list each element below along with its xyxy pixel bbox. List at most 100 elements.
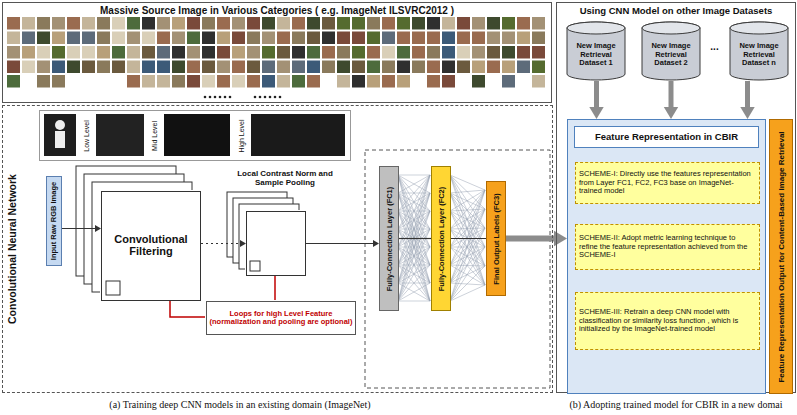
source-image <box>457 17 470 30</box>
source-image <box>322 17 335 30</box>
fc-connection <box>398 247 430 301</box>
source-image <box>277 75 290 88</box>
fc-connection <box>398 175 430 229</box>
source-image <box>352 17 365 30</box>
ellipsis-dot <box>269 96 272 99</box>
source-image <box>262 75 275 88</box>
receptive-field <box>250 261 260 271</box>
source-image <box>172 32 185 45</box>
source-image <box>472 46 485 59</box>
ellipsis-dot <box>209 96 212 99</box>
fc-connection <box>398 211 430 301</box>
source-image <box>367 46 380 59</box>
feature-thumbnail <box>164 114 230 156</box>
source-image <box>517 32 530 45</box>
fc-connection <box>398 211 430 265</box>
source-image <box>247 75 260 88</box>
fc-connection <box>398 193 430 301</box>
fc-connection <box>450 190 485 247</box>
feature-thumbnail <box>251 114 345 156</box>
fc-layer: Fully-Connection Layer (FC2) <box>431 166 451 311</box>
fc-connection <box>450 247 485 285</box>
source-image <box>187 46 200 59</box>
caption: (b) Adopting trained model for CBIR in a… <box>557 396 795 413</box>
source-image <box>217 32 230 45</box>
source-image <box>502 32 515 45</box>
fc-connection <box>398 211 430 301</box>
source-image <box>172 17 185 30</box>
node-text: Feature Representation Output for Conten… <box>770 122 792 391</box>
node-text: SCHEME-II: Adopt metric learning techniq… <box>579 227 756 267</box>
source-image <box>232 17 245 30</box>
scheme-box: SCHEME-II: Adopt metric learning techniq… <box>575 224 760 270</box>
source-image <box>487 32 500 45</box>
source-image <box>277 32 290 45</box>
fc-connection <box>450 209 485 301</box>
input-thumbnail <box>44 114 76 156</box>
source-image <box>382 17 395 30</box>
node-text: New Image Retrieval Dataset n <box>732 35 786 75</box>
source-image <box>532 75 545 88</box>
source-image <box>127 17 140 30</box>
output-layer: Final Output Labels (FC3) <box>486 181 506 296</box>
cylinder-top <box>567 22 625 34</box>
source-image <box>472 75 485 88</box>
source-image <box>472 17 485 30</box>
source-image <box>202 32 215 45</box>
source-image <box>457 61 470 74</box>
fc-connection <box>450 229 485 266</box>
fc-connection <box>398 175 430 229</box>
source-image <box>112 17 125 30</box>
source-image <box>277 46 290 59</box>
source-image <box>532 46 545 59</box>
source-image <box>52 17 65 30</box>
ellipsis-dot <box>204 96 207 99</box>
node-text: Feature Representation in CBIR <box>574 126 759 148</box>
source-image <box>532 32 545 45</box>
connector-line <box>594 81 599 109</box>
source-image <box>157 61 170 74</box>
fc-connection <box>398 229 430 301</box>
source-image <box>292 75 305 88</box>
fc-connection <box>450 190 485 193</box>
input-box: Input Raw RGB Image <box>46 176 62 266</box>
fc-connection <box>398 175 430 193</box>
source-image <box>397 46 410 59</box>
pool-front <box>245 210 305 275</box>
fc-connection <box>450 190 485 301</box>
source-image <box>22 32 35 45</box>
source-image <box>382 61 395 74</box>
source-image <box>397 17 410 30</box>
connector <box>589 81 603 119</box>
source-image <box>337 17 350 30</box>
node-text: Low Level <box>81 113 93 159</box>
source-image <box>52 75 65 88</box>
fc-connection <box>398 175 430 283</box>
connector-line <box>669 81 674 109</box>
ellipsis-dot <box>274 96 277 99</box>
source-image <box>232 75 245 88</box>
fc-connection <box>450 190 485 265</box>
dataset-cylinder: New Image Retrieval Dataset 1 <box>566 21 626 81</box>
ellipsis-dot <box>254 96 257 99</box>
node-text: New Image Retrieval Dataset 1 <box>569 35 623 75</box>
source-image <box>217 61 230 74</box>
loop-note: Loops for high Level Feature (normalizat… <box>206 301 356 335</box>
dataset-cylinder: New Image Retrieval Dataset 2 <box>641 21 701 81</box>
source-image <box>427 17 440 30</box>
source-image <box>157 46 170 59</box>
source-image <box>517 17 530 30</box>
fc-connection <box>398 175 430 247</box>
source-image <box>37 17 50 30</box>
scheme-box: SCHEME-I: Directly use the features repr… <box>575 162 760 204</box>
source-image <box>37 61 50 74</box>
fc-connection <box>398 175 430 301</box>
source-image <box>532 61 545 74</box>
source-image <box>202 61 215 74</box>
pool-stack: Local Contrast Norm and Sample Pooling <box>246 211 306 276</box>
source-image <box>292 61 305 74</box>
source-image <box>442 75 455 88</box>
fc-connection <box>450 247 485 301</box>
scheme-box: SCHEME-III: Retrain a deep CNN model wit… <box>575 292 760 350</box>
source-image <box>277 61 290 74</box>
